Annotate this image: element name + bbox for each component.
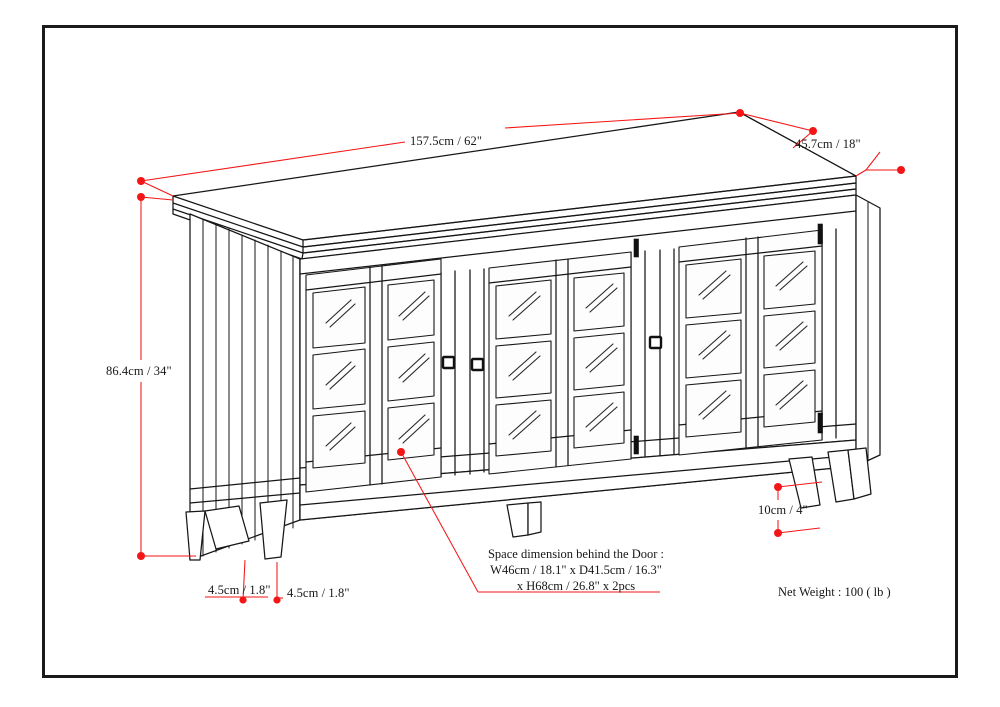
dimension-label-leg-height: 10cm / 4" <box>758 503 808 517</box>
glass-pane <box>495 279 552 340</box>
glass-pane <box>685 319 742 379</box>
hinge <box>633 238 639 258</box>
right-front-leg <box>788 456 821 509</box>
glass-pane <box>573 272 625 332</box>
door-knob[interactable] <box>441 355 456 370</box>
door-section-middle[interactable] <box>470 251 632 475</box>
door-knob[interactable] <box>470 357 485 372</box>
glass-pane <box>573 391 625 449</box>
dimension-label-overall-width: 157.5cm / 62" <box>410 134 483 148</box>
annotation-space-behind-door: Space dimension behind the Door : W46cm … <box>478 546 674 594</box>
dimension-label-overall-height: 86.4cm / 34" <box>106 364 172 378</box>
glass-pane <box>685 258 742 319</box>
dimension-overall-depth <box>739 112 905 177</box>
dimension-label-leg-inset-left: 4.5cm / 1.8" <box>208 583 271 597</box>
hinge <box>633 435 639 455</box>
right-rear-leg <box>827 447 872 503</box>
door-section-right[interactable] <box>633 229 823 456</box>
dimension-overall-height <box>137 193 196 560</box>
glass-pane <box>312 348 366 410</box>
annotation-line-2: W46cm / 18.1" x D41.5cm / 16.3" <box>490 563 662 577</box>
left-front-leg <box>185 505 250 561</box>
leader-line-space-dimension <box>397 448 660 593</box>
glass-pane <box>387 279 435 341</box>
dimension-overall-width <box>137 109 744 197</box>
dimension-leg-inset-right <box>273 562 283 604</box>
glass-pane <box>763 310 816 369</box>
glass-pane <box>763 250 816 310</box>
annotation-line-3: x H68cm / 26.8" x 2pcs <box>516 579 636 593</box>
left-rear-leg <box>259 499 288 560</box>
glass-pane <box>763 369 816 428</box>
right-side-panel <box>817 194 881 467</box>
annotation-line-1: Space dimension behind the Door : <box>487 547 664 561</box>
glass-pane <box>387 341 435 402</box>
dimension-label-overall-depth: 45.7cm / 18" <box>795 137 861 151</box>
door-knob[interactable] <box>648 335 663 350</box>
cabinet-top <box>172 111 857 260</box>
glass-pane <box>495 340 552 399</box>
dimension-label-leg-inset-right: 4.5cm / 1.8" <box>287 586 350 600</box>
hinge <box>817 412 823 434</box>
glass-pane <box>312 286 366 349</box>
hinge <box>817 223 823 245</box>
door-section-left[interactable] <box>305 258 456 493</box>
annotation-net-weight: Net Weight : 100 ( lb ) <box>778 585 891 599</box>
dimension-leg-inset-left <box>205 559 268 604</box>
glass-pane <box>573 332 625 391</box>
glass-pane <box>685 379 742 438</box>
glass-pane <box>312 410 366 469</box>
glass-pane <box>495 399 552 457</box>
glass-pane <box>387 402 435 461</box>
dimension-leg-height <box>774 481 823 537</box>
center-support-foot <box>506 501 542 538</box>
